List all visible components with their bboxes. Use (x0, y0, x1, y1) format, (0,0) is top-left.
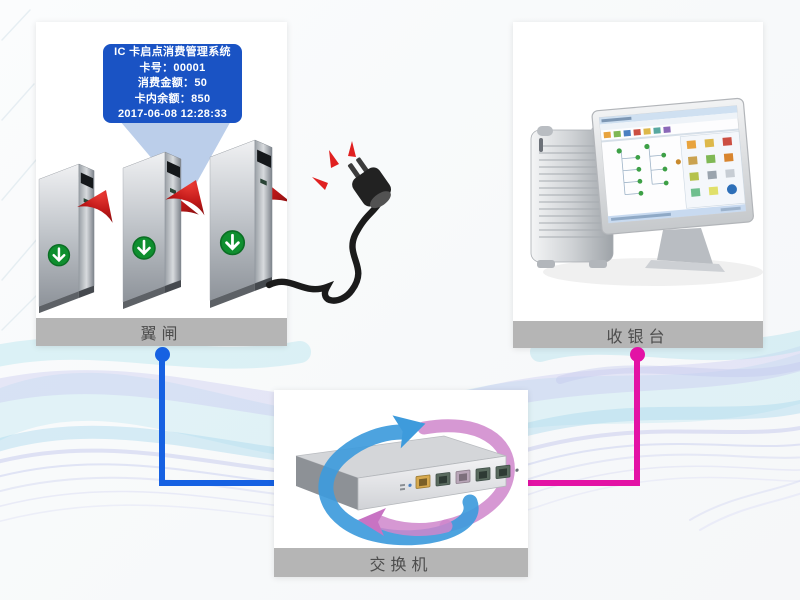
switch-label-text: 交换机 (369, 556, 433, 574)
plug-cable (265, 199, 383, 304)
cashier-label-text: 收银台 (606, 328, 670, 346)
cashier-label: 收银台 (513, 321, 763, 348)
computer-monitor (591, 97, 754, 235)
desktop-computer-illustration (530, 97, 763, 286)
bubble-timestamp: 2017-06-08 12:28:33 (117, 108, 228, 121)
gate-switch-connector-vertical (159, 353, 165, 484)
projection-beam (103, 101, 242, 200)
bubble-system-title: IC 卡启点消费管理系统 (114, 46, 231, 59)
gate-connector-dot (155, 347, 170, 362)
cashier-connector-dot (630, 347, 645, 362)
plug-sparks (312, 141, 356, 190)
cashier-switch-connector-vertical (634, 353, 640, 484)
gate-switch-connector-horizontal (159, 480, 275, 486)
switch-label: 交换机 (274, 548, 528, 577)
pink-arrowhead (358, 508, 386, 536)
gate-label-text: 翼闸 (140, 326, 183, 343)
switch-panel: 交换机 (274, 390, 528, 577)
turnstile-gates-illustration (37, 101, 287, 315)
cashier-switch-connector-horizontal (527, 480, 640, 486)
gate-label: 翼闸 (36, 318, 287, 346)
bubble-balance: 卡内余额：850 (134, 92, 211, 105)
bubble-amount: 消费金额：50 (137, 77, 208, 90)
power-plug-icon (265, 141, 391, 304)
gate-panel: IC 卡启点消费管理系统 卡号：00001 消费金额：50 卡内余额：850 2… (36, 22, 287, 346)
network-switch-illustration (295, 415, 519, 546)
plug-body (347, 157, 391, 209)
bubble-card-no: 卡号：00001 (139, 61, 206, 74)
cashier-panel: 收银台 (513, 22, 763, 348)
card-transaction-bubble: IC 卡启点消费管理系统 卡号：00001 消费金额：50 卡内余额：850 2… (103, 44, 242, 123)
blue-arrowhead (392, 415, 426, 449)
pink-swoosh-tail (373, 515, 453, 536)
